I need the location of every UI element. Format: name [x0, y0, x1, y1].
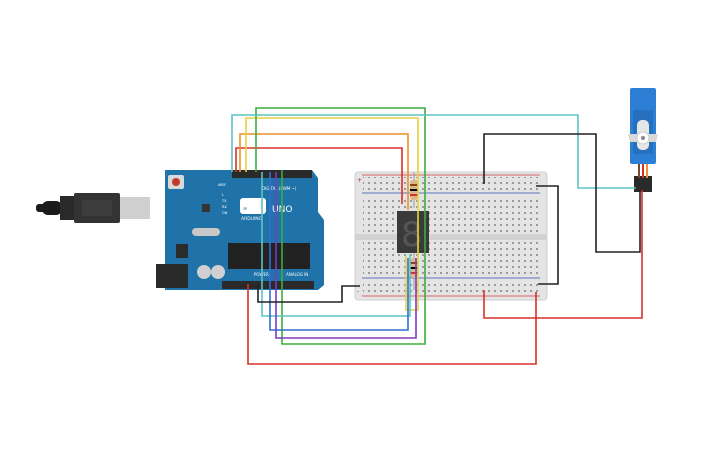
power-analog-header[interactable] — [222, 281, 314, 289]
wire-yellow[interactable] — [245, 117, 419, 311]
tx-label: TX — [221, 199, 227, 203]
usb-cable[interactable] — [36, 193, 150, 223]
wire-green[interactable] — [255, 107, 426, 345]
digital-label: DIGITAL (PWM ~) — [262, 186, 297, 191]
wire-red-digital[interactable] — [235, 147, 403, 204]
arduino-uno-board[interactable]: ∞ ARDUINO UNO DIGITAL (PWM ~) POWER ANAL… — [156, 170, 324, 290]
wire-red-servo[interactable] — [483, 190, 643, 319]
rail-minus-label: - — [357, 288, 359, 295]
rx-label: RX — [222, 205, 227, 209]
wire-black-rail[interactable] — [536, 185, 559, 285]
l-led-label: L — [222, 193, 224, 197]
rail-plus-label: + — [357, 177, 362, 184]
wire-red-5v[interactable] — [247, 284, 537, 365]
breadboard[interactable]: + - — [354, 171, 548, 301]
wire-black-servo[interactable] — [483, 133, 641, 253]
arduino-logo — [240, 198, 266, 214]
atmega-chip — [228, 243, 310, 269]
brand-label: ARDUINO — [241, 216, 263, 222]
servo-motor[interactable] — [628, 88, 658, 192]
resistor-top[interactable] — [410, 172, 418, 208]
wire-black-gnd[interactable] — [257, 284, 360, 303]
wire-teal-servo[interactable] — [231, 114, 636, 189]
servo-connector[interactable] — [634, 176, 652, 192]
digital-header[interactable] — [232, 170, 312, 178]
wire-blue[interactable] — [269, 172, 409, 331]
display-digit: 8 — [401, 215, 423, 255]
wire-orange[interactable] — [239, 133, 409, 210]
svg-text:∞: ∞ — [243, 206, 247, 212]
wires — [231, 107, 643, 365]
wire-teal-lower[interactable] — [261, 172, 411, 317]
aref-label: AREF — [218, 183, 226, 187]
wire-purple[interactable] — [275, 172, 417, 339]
power-jack[interactable] — [156, 264, 188, 288]
analog-label: ANALOG IN — [286, 272, 308, 277]
on-led-label: ON — [222, 211, 228, 215]
